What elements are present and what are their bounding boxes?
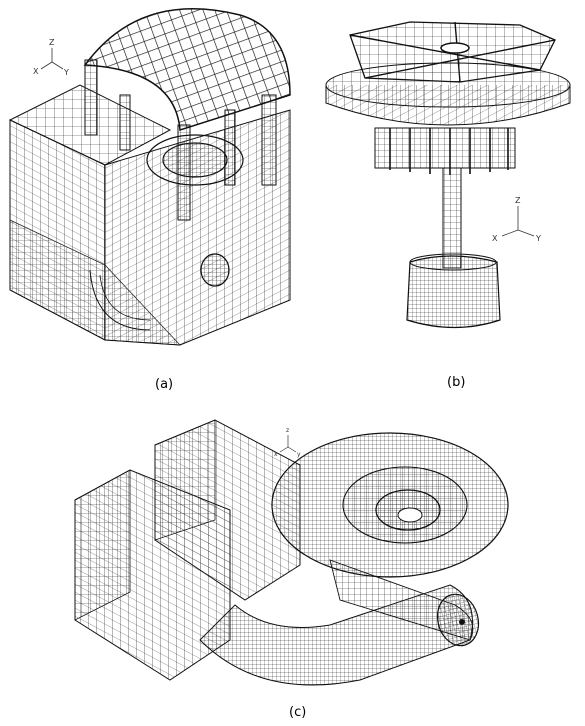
axis-a-y-label: Y: [63, 68, 69, 77]
axis-b-z-label: Z: [515, 196, 521, 205]
axis-a-x-label: X: [33, 67, 39, 76]
axis-a-z-label: Z: [49, 38, 55, 47]
panel-c-spiral-case-mesh: z x y: [74, 419, 509, 686]
axis-c-y-label: y: [297, 451, 301, 458]
axis-c-x-label: x: [274, 451, 278, 458]
axis-triad-c: [279, 435, 297, 453]
panel-b-generator-shaft-mesh: Z X Y: [325, 21, 571, 329]
axis-b-y-label: Y: [535, 234, 541, 243]
axis-triad-a: [40, 48, 64, 70]
axis-b-x-label: X: [492, 234, 498, 243]
caption-panel-b: (b): [447, 375, 466, 390]
axis-triad-b: [501, 206, 535, 237]
panel-a-powerhouse-mesh: Z X Y: [8, 8, 291, 346]
axis-c-z-label: z: [286, 427, 289, 434]
caption-panel-a: (a): [155, 377, 174, 392]
caption-panel-c: (c): [289, 705, 307, 720]
